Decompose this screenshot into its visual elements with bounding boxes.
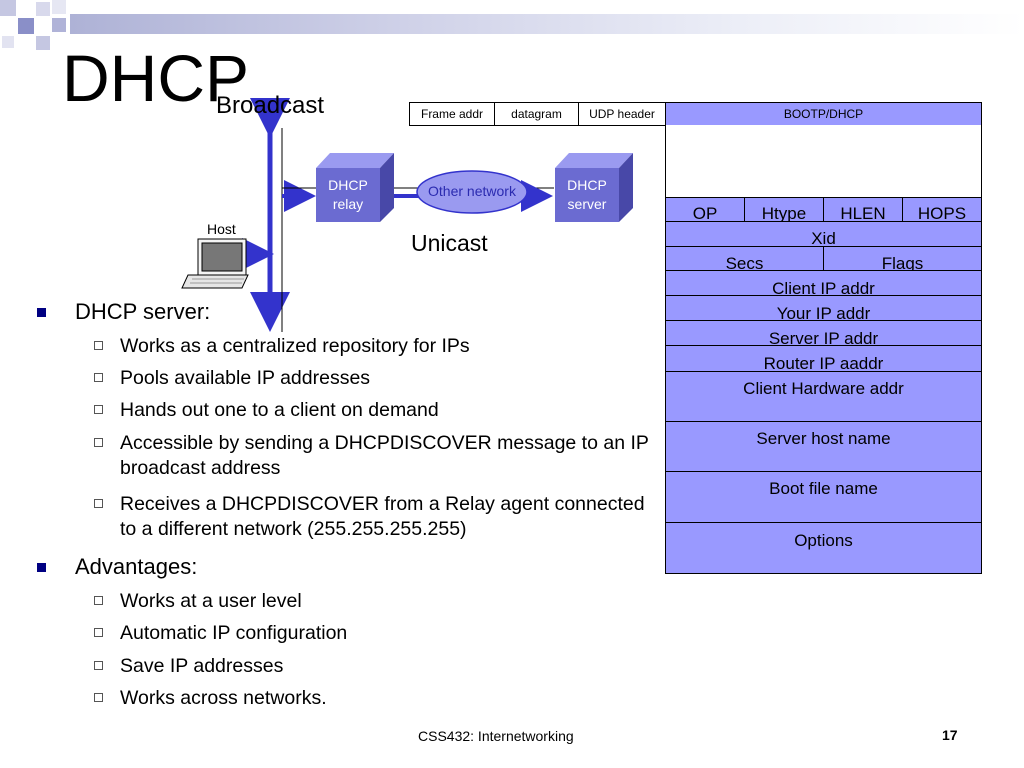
other-network-label: Other network: [428, 183, 516, 199]
field-client-hardware: Client Hardware addr: [665, 371, 982, 422]
field-op: OP: [665, 197, 745, 222]
slide-title: DHCP: [62, 41, 250, 115]
packet-udp-header: UDP header: [578, 102, 666, 126]
relay-label-line2: relay: [332, 196, 364, 212]
relay-label-line1: DHCP: [328, 177, 368, 193]
field-flags: Flags: [823, 246, 982, 271]
packet-bootp-dhcp: BOOTP/DHCP: [665, 102, 982, 126]
deco-square: [52, 18, 66, 32]
unicast-label: Unicast: [411, 230, 488, 256]
server-label-line1: DHCP: [567, 177, 607, 193]
bootp-callout: [665, 125, 982, 198]
sub-bullet: Save IP addresses: [94, 654, 660, 679]
field-xid: Xid: [665, 221, 982, 247]
bullet-advantages: Advantages:: [36, 554, 198, 579]
host-label: Host: [207, 221, 236, 237]
field-htype: Htype: [744, 197, 824, 222]
sub-bullet: Automatic IP configuration: [94, 621, 660, 646]
sub-bullet: Accessible by sending a DHCPDISCOVER mes…: [94, 431, 660, 481]
field-router-ip: Router IP aaddr: [665, 345, 982, 372]
other-network-ellipse: [416, 170, 528, 214]
field-hlen: HLEN: [823, 197, 903, 222]
header-gradient-bar: [70, 14, 1024, 34]
field-server-host-name: Server host name: [665, 421, 982, 472]
field-client-ip: Client IP addr: [665, 270, 982, 296]
sub-bullet: Works across networks.: [94, 686, 660, 711]
field-secs: Secs: [665, 246, 824, 271]
sub-bullet: Works at a user level: [94, 589, 660, 614]
sub-bullet: Hands out one to a client on demand: [94, 398, 660, 423]
deco-square: [52, 0, 66, 14]
field-boot-file-name: Boot file name: [665, 471, 982, 523]
deco-square: [18, 18, 34, 34]
sub-bullet: Works as a centralized repository for IP…: [94, 334, 660, 359]
field-server-ip: Server IP addr: [665, 320, 982, 346]
laptop-icon: [181, 238, 249, 289]
sub-bullet: Receives a DHCPDISCOVER from a Relay age…: [94, 492, 660, 542]
deco-square: [0, 0, 16, 16]
dhcp-relay-box: DHCP relay: [316, 168, 380, 222]
sub-bullet: Pools available IP addresses: [94, 366, 660, 391]
broadcast-label: Broadcast: [216, 92, 325, 119]
slide-footer: CSS432: Internetworking: [418, 728, 574, 744]
server-box: [555, 153, 633, 222]
packet-frame-addr: Frame addr: [409, 102, 495, 126]
deco-square: [2, 36, 14, 48]
deco-square: [36, 2, 50, 16]
field-options: Options: [665, 522, 982, 574]
relay-box: [316, 153, 394, 222]
server-label-line2: server: [567, 196, 607, 212]
field-your-ip: Your IP addr: [665, 295, 982, 321]
page-number: 17: [942, 727, 958, 743]
deco-square: [36, 36, 50, 50]
packet-datagram: datagram: [494, 102, 579, 126]
bullet-dhcp-server: DHCP server:: [36, 299, 211, 324]
dhcp-server-box: DHCP server: [555, 168, 619, 222]
field-hops: HOPS: [902, 197, 982, 222]
